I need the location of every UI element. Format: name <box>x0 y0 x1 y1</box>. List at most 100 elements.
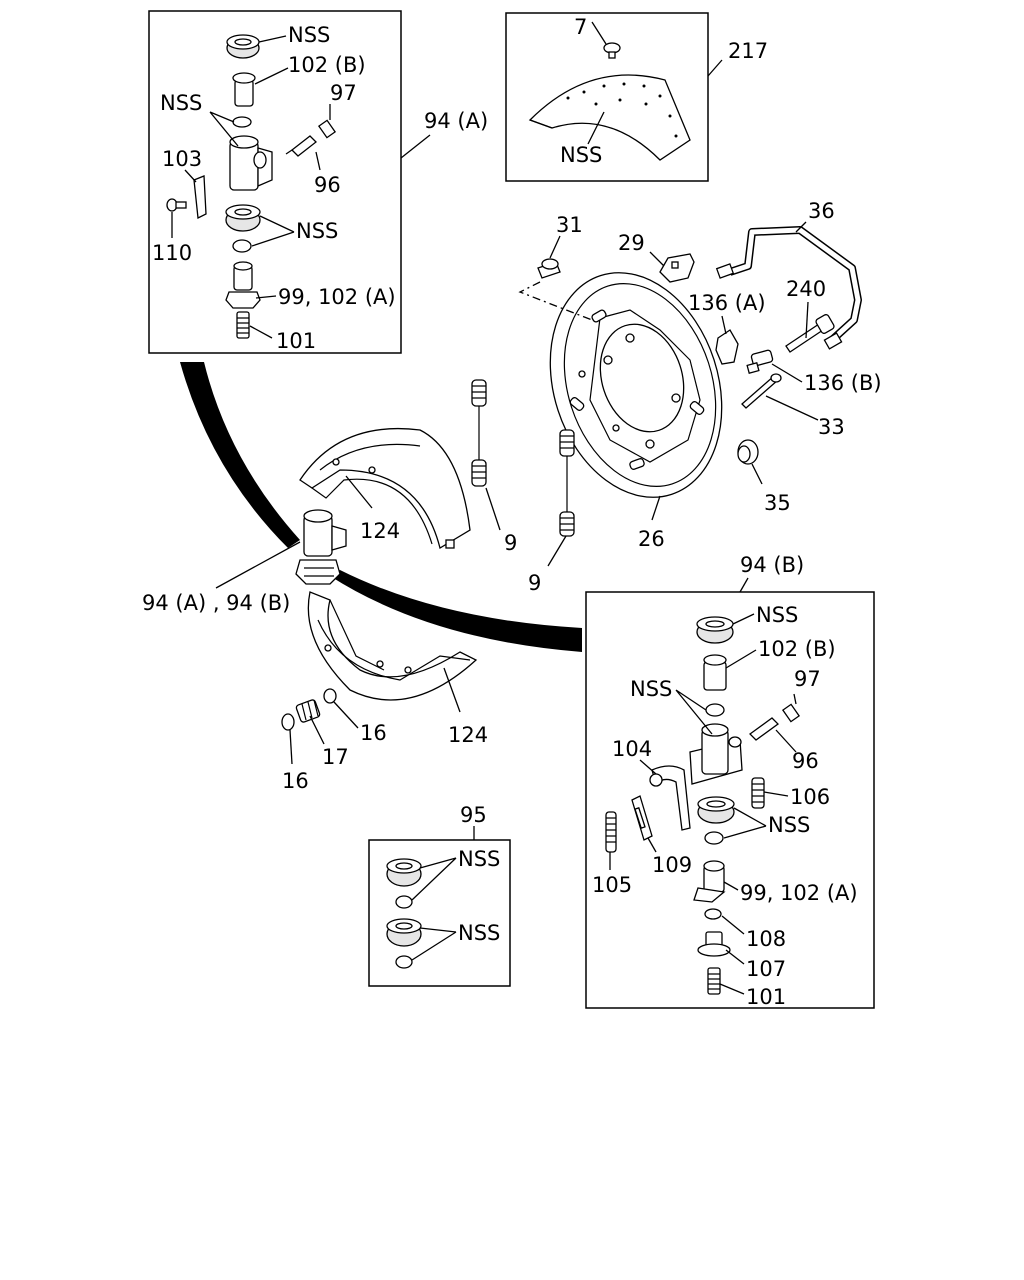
spring-105 <box>605 811 617 853</box>
piston-102b-a <box>232 72 256 107</box>
connector-arc-94b <box>330 570 582 652</box>
rivet-7 <box>603 42 621 59</box>
clip-103 <box>193 175 207 220</box>
label-95: 95 <box>460 803 487 827</box>
label-29: 29 <box>618 231 645 255</box>
spring-17 <box>295 699 321 723</box>
adjuster-99-102a-a <box>225 261 261 309</box>
label-33: 33 <box>818 415 845 439</box>
labels: NSS 102 (B) NSS 97 94 (A) 103 96 110 NSS… <box>142 15 882 1009</box>
spring-101-b <box>707 967 721 995</box>
piston-102b-b <box>703 654 727 691</box>
wheel-cylinder-94a-box <box>148 10 402 354</box>
brake-lining-217 <box>528 74 691 161</box>
boot-top-a <box>226 34 260 59</box>
label-nss: NSS <box>458 921 500 945</box>
cup-a <box>232 116 252 128</box>
label-99-102a: 99, 102 (A) <box>278 285 396 309</box>
cap-97-a <box>317 119 337 139</box>
label-104: 104 <box>612 737 652 761</box>
label-nss: NSS <box>296 219 338 243</box>
cup-95-top <box>395 895 413 909</box>
label-31: 31 <box>556 213 583 237</box>
cup-95-bottom <box>395 955 413 969</box>
label-103: 103 <box>162 147 202 171</box>
bolt-31 <box>537 258 561 279</box>
label-16: 16 <box>282 769 309 793</box>
label-124: 124 <box>448 723 488 747</box>
boot-top-b <box>696 616 734 644</box>
backing-plate-26 <box>549 272 723 498</box>
screw-107 <box>697 931 731 957</box>
label-102b: 102 (B) <box>758 637 836 661</box>
return-spring-9-upper <box>471 379 487 487</box>
brake-pipe-36 <box>715 226 862 350</box>
union-136b <box>746 349 774 374</box>
cup-bottom-a <box>232 239 252 253</box>
label-108: 108 <box>746 927 786 951</box>
bleeder-screw-96-a <box>285 135 317 157</box>
plug-35 <box>737 439 759 465</box>
label-nss: NSS <box>458 847 500 871</box>
pin-33 <box>741 373 782 409</box>
label-35: 35 <box>764 491 791 515</box>
cup-b <box>705 703 725 717</box>
bolt-31-axis <box>518 281 593 321</box>
wheel-cylinder-94ab <box>295 509 347 585</box>
spring-101-a <box>236 311 250 339</box>
label-109: 109 <box>652 853 692 877</box>
plate-109 <box>631 795 653 841</box>
wheel-cylinder-94b-box <box>585 591 875 1009</box>
label-nss: NSS <box>756 603 798 627</box>
label-nss: NSS <box>288 23 330 47</box>
label-99-102a: 99, 102 (A) <box>740 881 858 905</box>
label-124: 124 <box>360 519 400 543</box>
label-36: 36 <box>808 199 835 223</box>
label-26: 26 <box>638 527 665 551</box>
washer-16-left <box>281 713 295 731</box>
washer-16-right <box>323 688 337 704</box>
label-217: 217 <box>728 39 768 63</box>
label-110: 110 <box>152 241 192 265</box>
label-nss: NSS <box>160 91 202 115</box>
cylinder-body-b <box>689 723 743 785</box>
brake-shoe-124-lower <box>307 591 478 701</box>
boot-95-top <box>386 858 422 887</box>
label-9: 9 <box>504 531 517 555</box>
label-nss: NSS <box>630 677 672 701</box>
spring-106 <box>751 777 765 809</box>
label-101: 101 <box>746 985 786 1009</box>
label-nss: NSS <box>560 143 602 167</box>
bracket-29 <box>659 253 695 283</box>
bleeder-screw-96-b <box>749 717 779 741</box>
adjuster-99-102a-b <box>693 860 726 903</box>
label-96: 96 <box>314 173 341 197</box>
label-107: 107 <box>746 957 786 981</box>
brake-shoe-124-upper <box>299 427 471 550</box>
label-101: 101 <box>276 329 316 353</box>
label-16: 16 <box>360 721 387 745</box>
label-96: 96 <box>792 749 819 773</box>
label-9: 9 <box>528 571 541 595</box>
boot-bottom-a <box>225 204 261 232</box>
label-105: 105 <box>592 873 632 897</box>
return-spring-9-lower <box>559 429 575 537</box>
label-106: 106 <box>790 785 830 809</box>
label-136b: 136 (B) <box>804 371 882 395</box>
clip-136a <box>715 329 739 365</box>
boot-bottom-b <box>697 796 735 824</box>
boot-95-bottom <box>386 918 422 947</box>
label-nss: NSS <box>768 813 810 837</box>
repair-kit-95-box <box>368 839 511 987</box>
label-7: 7 <box>574 15 587 39</box>
label-240: 240 <box>786 277 826 301</box>
label-97: 97 <box>330 81 357 105</box>
label-94b: 94 (B) <box>740 553 804 577</box>
label-94a-94b: 94 (A) , 94 (B) <box>142 591 290 615</box>
label-17: 17 <box>322 745 349 769</box>
label-136a: 136 (A) <box>688 291 766 315</box>
lining-217-box <box>505 12 723 182</box>
connector-arc-94a <box>180 362 300 548</box>
washer-108 <box>704 908 722 920</box>
